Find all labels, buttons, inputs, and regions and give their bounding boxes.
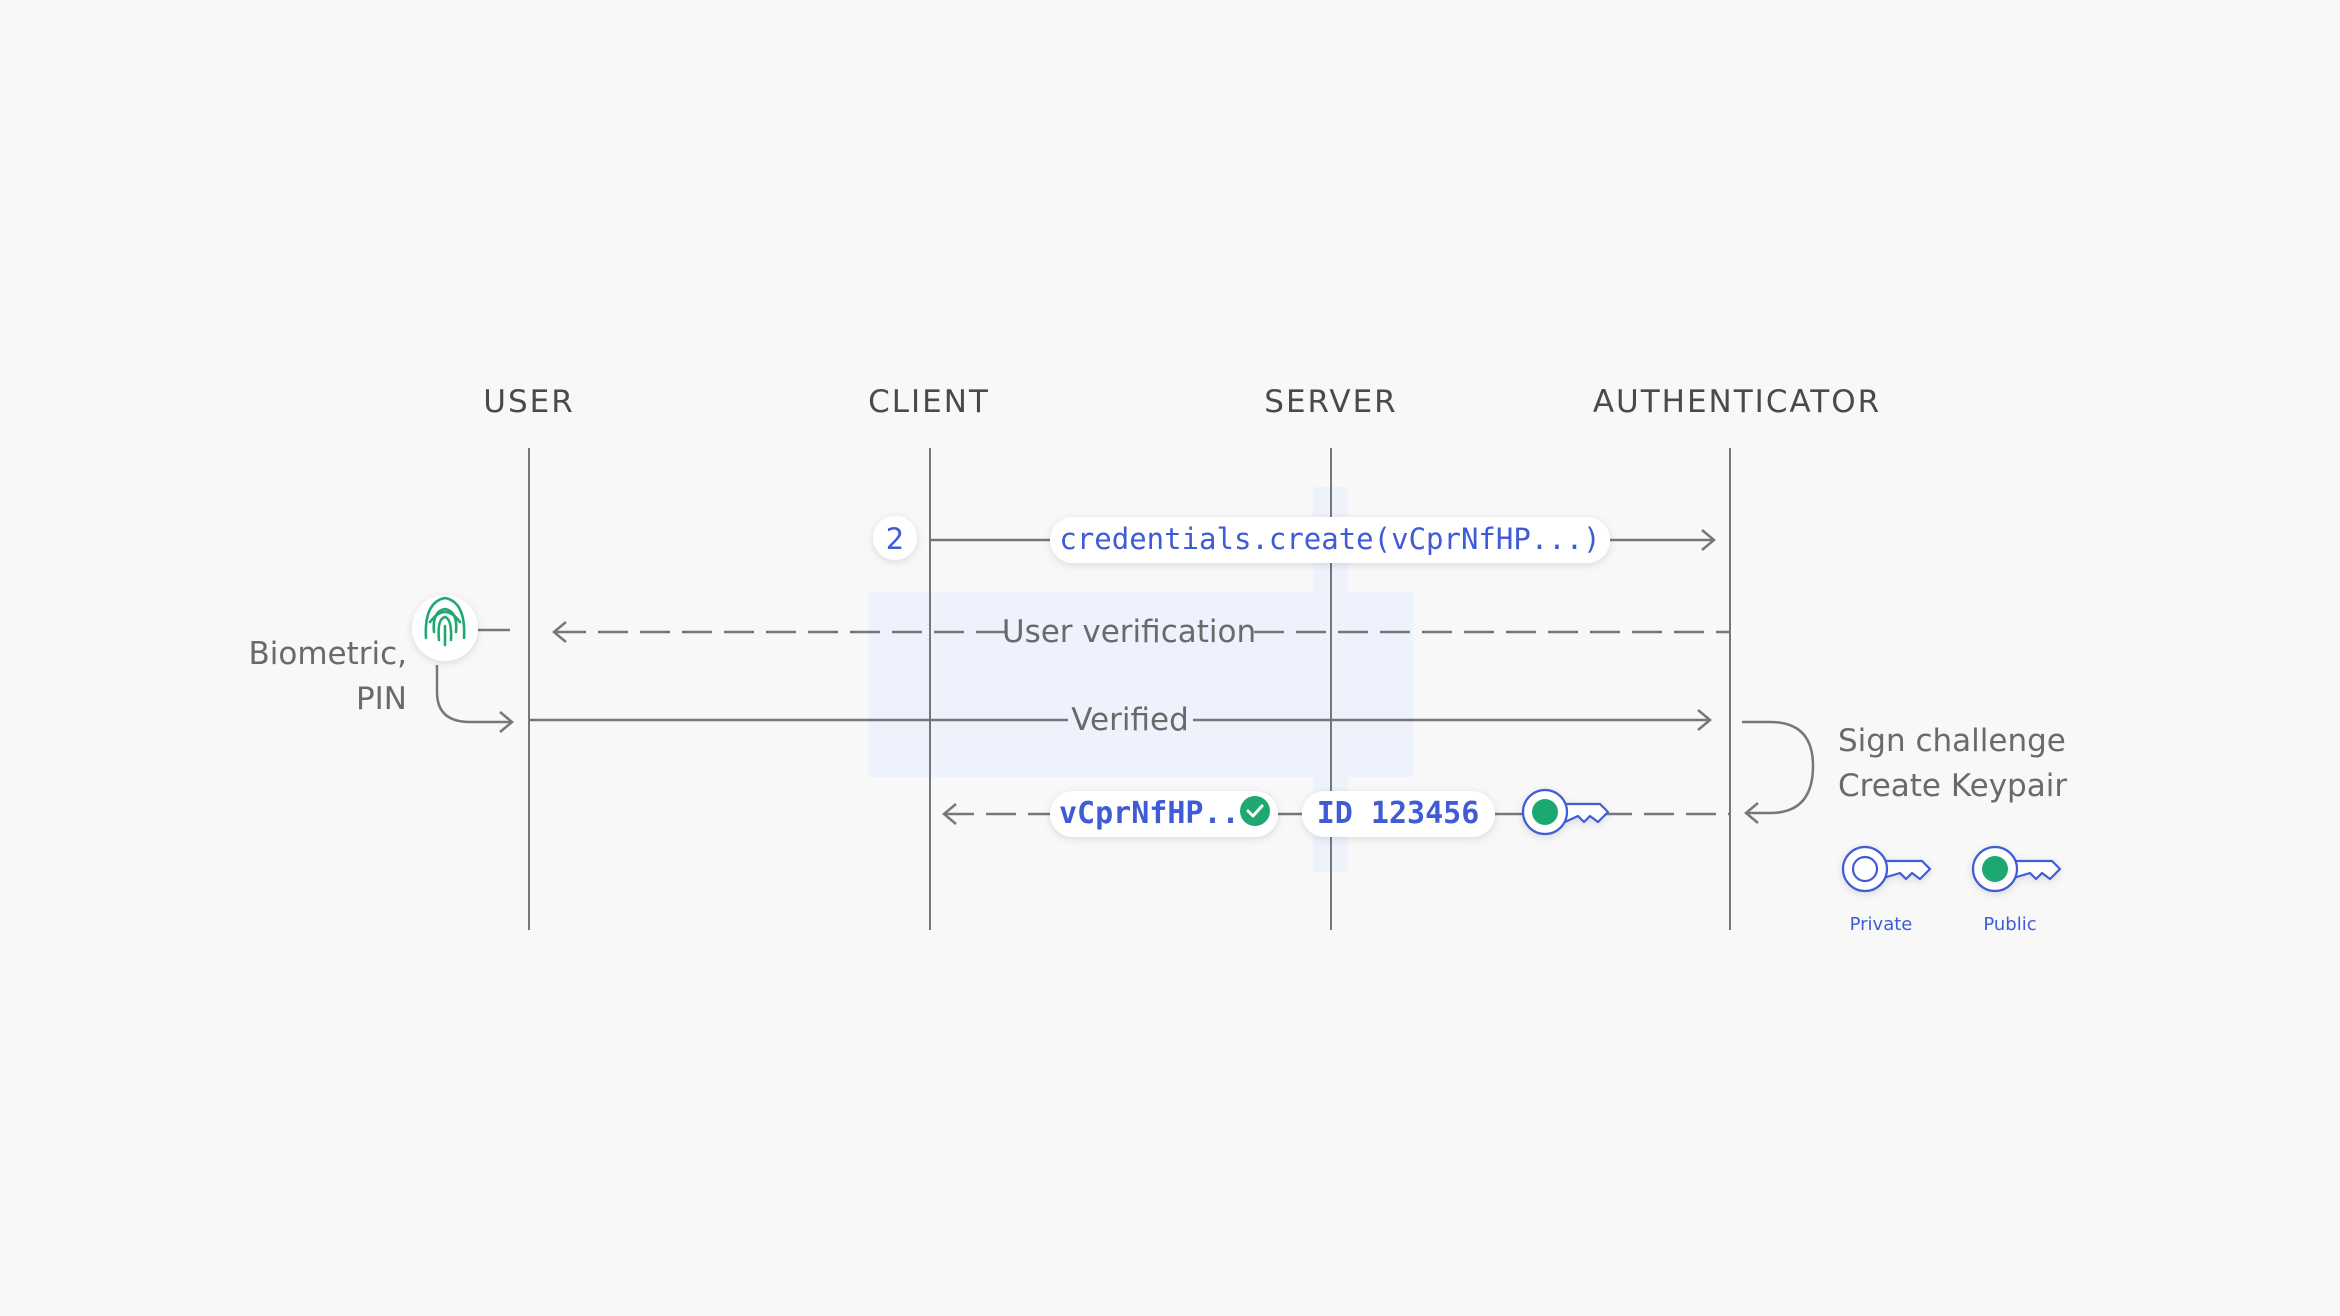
user-curved-arrow xyxy=(435,665,514,733)
arrowhead-right xyxy=(1697,709,1712,731)
private-key-icon xyxy=(1841,845,1932,893)
fingerprint-icon xyxy=(424,596,466,647)
user-verification-label: User verification xyxy=(1002,614,1256,650)
lane-title-authenticator: AUTHENTICATOR xyxy=(1593,384,1881,420)
arrowhead-left xyxy=(552,621,567,643)
user-verification-message: User verification xyxy=(552,614,1730,650)
verified-message: Verified xyxy=(529,702,1712,738)
public-key-icon xyxy=(1971,845,2062,893)
public-key-label: Public xyxy=(1983,914,2036,935)
authenticator-action-line-1: Sign challenge xyxy=(1838,723,2066,759)
fingerprint-badge xyxy=(412,595,510,661)
create-message: credentials.create(vCprNfHP...) xyxy=(930,517,1716,563)
lane-title-user: USER xyxy=(483,384,575,420)
user-action-line-2: PIN xyxy=(356,681,407,717)
return-message: vCprNfHP... ID 123456 xyxy=(942,788,1730,837)
user-action-line-1: Biometric, xyxy=(248,636,407,672)
step-badge: 2 xyxy=(873,516,917,560)
authenticator-self-arrow xyxy=(1742,720,1815,824)
key-icon xyxy=(1521,788,1610,836)
create-call-label: credentials.create(vCprNfHP...) xyxy=(1059,522,1600,556)
challenge-token-pill xyxy=(1050,791,1278,837)
credential-id-label: ID 123456 xyxy=(1317,796,1480,831)
step-number: 2 xyxy=(886,522,904,556)
check-circle-icon xyxy=(1240,796,1270,826)
authenticator-action-line-2: Create Keypair xyxy=(1838,768,2067,804)
public-key: Public xyxy=(1971,845,2062,935)
create-call-pill xyxy=(1050,517,1610,563)
private-key: Private xyxy=(1841,845,1932,935)
credential-id-pill xyxy=(1302,791,1495,837)
verified-label: Verified xyxy=(1071,702,1189,738)
arrowhead-right xyxy=(1701,529,1716,551)
private-key-label: Private xyxy=(1850,914,1913,935)
lane-title-server: SERVER xyxy=(1264,384,1397,420)
challenge-token-label: vCprNfHP... xyxy=(1059,796,1258,831)
arrowhead-left xyxy=(942,803,957,825)
lane-title-client: CLIENT xyxy=(868,384,990,420)
